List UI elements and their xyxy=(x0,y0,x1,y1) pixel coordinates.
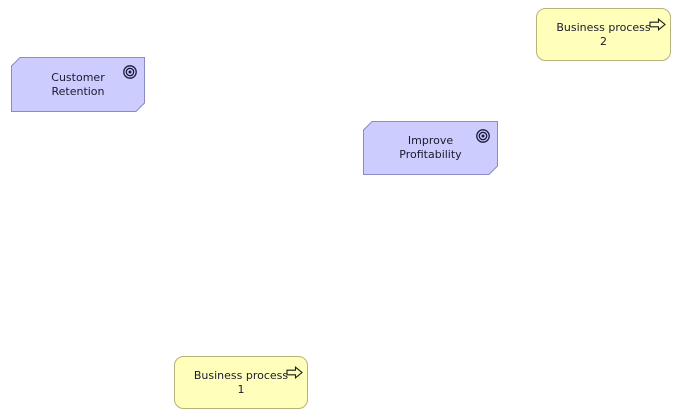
node-business-process-1[interactable]: Business process 1 xyxy=(174,356,308,409)
node-customer-retention[interactable]: Customer Retention xyxy=(11,57,145,112)
node-improve-profitability[interactable]: Improve Profitability xyxy=(363,121,498,175)
node-business-process-2[interactable]: Business process 2 xyxy=(536,8,671,61)
